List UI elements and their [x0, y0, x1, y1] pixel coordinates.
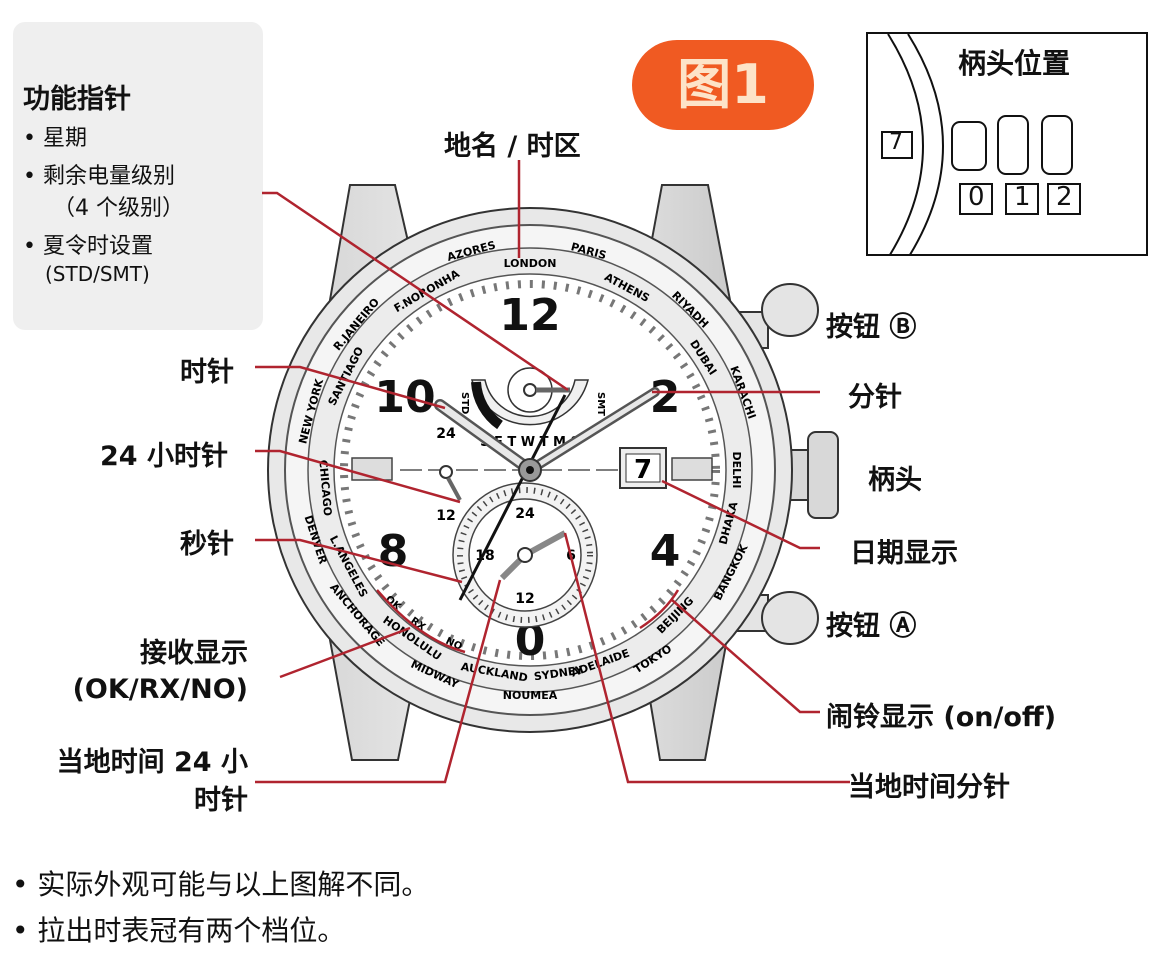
- note-item: • 实际外观可能与以上图解不同。: [12, 868, 430, 901]
- subdial-12: 12: [515, 591, 534, 607]
- function-scale: [471, 379, 589, 426]
- fh-item: (STD/SMT): [45, 262, 150, 286]
- small-24h-top: 24: [436, 426, 456, 442]
- date-value: 7: [634, 455, 652, 485]
- label-date-display: 日期显示: [850, 538, 958, 569]
- figure-badge: 图1: [632, 40, 814, 130]
- label-button-a: 按钮 Ⓐ: [826, 611, 917, 642]
- crown-position-box: 柄头位置 7 0 1 2: [866, 32, 1148, 256]
- fh-item: • 夏令时设置: [23, 234, 153, 259]
- fh-item: • 剩余电量级别: [23, 164, 175, 189]
- hand-24h: [446, 477, 462, 501]
- label-24h-hand: 24 小时针: [100, 441, 228, 472]
- label-local-minute-hand: 当地时间分针: [848, 772, 1010, 803]
- crown-icon: [951, 115, 1073, 175]
- smt-label: SMT: [595, 392, 606, 416]
- crown-pos-1: 1: [1014, 182, 1031, 212]
- notes: • 实际外观可能与以上图解不同。 • 拉出时表冠有两个档位。: [12, 862, 429, 954]
- leader-lines: [255, 160, 850, 784]
- second-hand: [458, 394, 567, 601]
- fh-item: • 星期: [23, 126, 87, 151]
- small-24h-bottom: 12: [436, 508, 455, 524]
- label-crown: 柄头: [868, 465, 922, 496]
- crown-position-title: 柄头位置: [958, 47, 1071, 80]
- std-label: STD: [459, 392, 470, 414]
- numeral-12: 12: [499, 290, 560, 341]
- crown-date: 7: [889, 130, 903, 155]
- subdial-24: 24: [515, 506, 535, 522]
- label-alarm-display: 闹铃显示 (on/off): [826, 702, 1057, 733]
- label-second-hand: 秒针: [180, 529, 234, 560]
- label-hour-hand: 时针: [180, 357, 234, 388]
- city-label: CHICAGO: [316, 459, 334, 516]
- numeral-4: 4: [650, 526, 681, 577]
- crown-pos-2: 2: [1056, 182, 1073, 212]
- label-reception: 接收显示(OK/RX/NO): [72, 638, 248, 705]
- label-place-timezone: 地名 / 时区: [444, 131, 581, 162]
- function-hands-title: 功能指针: [23, 84, 131, 115]
- numeral-8: 8: [378, 526, 409, 577]
- crown: [789, 431, 839, 519]
- function-hands-panel: 功能指针 • 星期 • 剩余电量级别 （4 个级别） • 夏令时设置 (STD/…: [13, 22, 263, 330]
- note-item: • 拉出时表冠有两个档位。: [12, 914, 346, 947]
- fh-item: （4 个级别）: [53, 196, 184, 221]
- city-label: NOUMEA: [503, 689, 558, 702]
- label-local-24h-hand: 当地时间 24 小时针: [56, 747, 248, 816]
- crown-pos-0: 0: [968, 182, 985, 212]
- city-label: DELHI: [730, 452, 743, 489]
- city-label: LONDON: [504, 257, 557, 270]
- label-button-b: 按钮 Ⓑ: [826, 312, 917, 343]
- label-minute-hand: 分针: [848, 382, 902, 413]
